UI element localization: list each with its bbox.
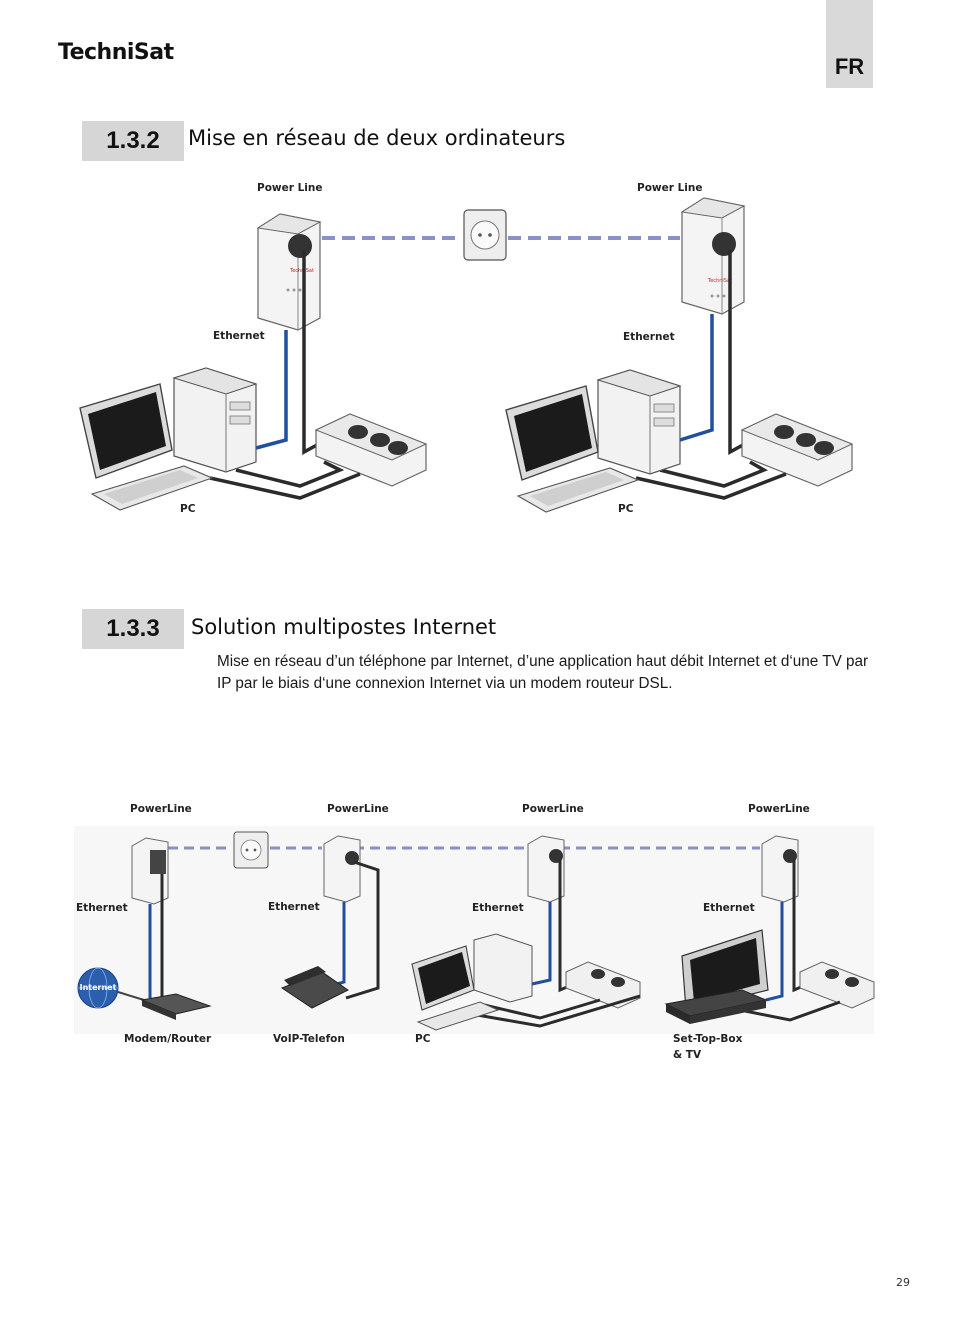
section-number-132: 1.3.2: [82, 121, 184, 161]
label-set-top-box: Set-Top-Box: [673, 1033, 743, 1045]
label-power-line-right: Power Line: [637, 182, 703, 194]
set-top-box-icon: [664, 989, 768, 1024]
section-number-133: 1.3.3: [82, 609, 184, 649]
pc-left-icon: [79, 367, 258, 511]
pc-right-icon: [505, 369, 682, 513]
technisat-logo: TechniSat: [58, 40, 174, 65]
modem-router-icon: [140, 993, 212, 1020]
internet-badge-label: Internet: [79, 983, 117, 992]
pc-small-icon: [411, 933, 533, 1031]
voip-phone-icon: [280, 966, 349, 1009]
svg-text:TechniSat: TechniSat: [707, 278, 732, 284]
label-ethernet-1: Ethernet: [76, 902, 128, 914]
label-power-line-left: Power Line: [257, 182, 323, 194]
powerline-adapter-3-icon: [527, 835, 565, 903]
label-ethernet-4: Ethernet: [703, 902, 755, 914]
power-strip-3-icon: [565, 961, 641, 1009]
section-paragraph-133: Mise en réseau d’un téléphone par Intern…: [217, 653, 869, 692]
tv-icon: [681, 929, 769, 1011]
label-pc-right: PC: [618, 503, 634, 515]
powerline-adapter-4-icon: [761, 835, 799, 903]
label-ethernet-3: Ethernet: [472, 902, 524, 914]
label-voip-telefon: VoIP-Telefon: [273, 1033, 345, 1045]
label-modem-router: Modem/Router: [124, 1033, 212, 1045]
label-ethernet-right: Ethernet: [623, 331, 675, 343]
label-powerline-2: PowerLine: [327, 803, 389, 815]
powerline-adapter-2-icon: [323, 835, 361, 903]
power-strip-4-icon: [799, 961, 875, 1009]
ethernet-cable-right: [679, 314, 714, 442]
label-powerline-4: PowerLine: [748, 803, 810, 815]
ethernet-cable-left: [255, 330, 288, 450]
power-strip-right-icon: [740, 413, 854, 487]
label-tv: & TV: [673, 1049, 702, 1061]
power-strip-left-icon: [314, 413, 428, 487]
label-ethernet-left: Ethernet: [213, 330, 265, 342]
section-title-133: Solution multipostes Internet: [191, 615, 497, 639]
internet-globe-icon: [77, 967, 119, 1009]
language-tab: FR: [826, 0, 873, 88]
powerline-adapter-1-icon: [131, 837, 169, 905]
label-powerline-3: PowerLine: [522, 803, 584, 815]
svg-text:TechniSat: TechniSat: [289, 268, 314, 274]
label-ethernet-2: Ethernet: [268, 901, 320, 913]
wall-socket-icon: [463, 209, 507, 261]
section-title-132: Mise en réseau de deux ordinateurs: [188, 126, 566, 150]
language-tab-label: FR: [834, 54, 865, 79]
label-powerline-1: PowerLine: [130, 803, 192, 815]
label-pc: PC: [415, 1033, 431, 1045]
page-number: 29: [896, 1276, 910, 1289]
label-pc-left: PC: [180, 503, 196, 515]
wall-socket-small-icon: [233, 831, 269, 869]
